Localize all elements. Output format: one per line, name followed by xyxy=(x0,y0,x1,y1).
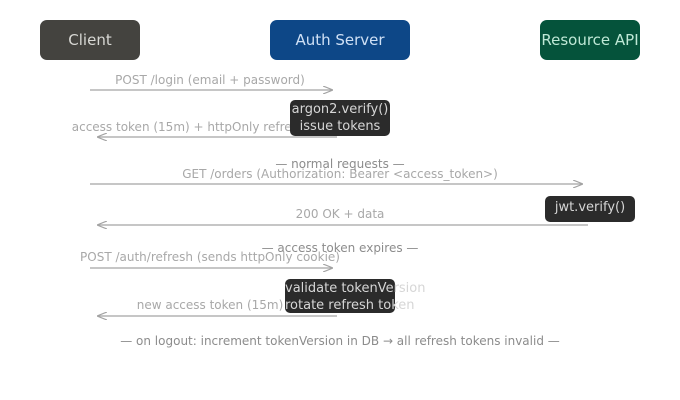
message-label-new-access-token: new access token (15m) xyxy=(136,298,284,312)
separator-logout: — on logout: increment tokenVersion in D… xyxy=(120,334,560,348)
actor-auth-server-label: Auth Server xyxy=(295,31,385,49)
actor-client: Client xyxy=(40,20,140,60)
note-validate-line-2: rotate refresh token xyxy=(285,298,415,313)
message-label-post-login: POST /login (email + password) xyxy=(115,73,305,87)
actor-client-label: Client xyxy=(68,31,112,49)
message-label-post-refresh: POST /auth/refresh (sends httpOnly cooki… xyxy=(80,250,340,264)
actor-resource-api: Resource API xyxy=(540,20,640,60)
note-validate-line-1: validate tokenVersion xyxy=(285,281,426,296)
note-jwt-verify: jwt.verify() xyxy=(545,196,635,222)
actor-auth-server: Auth Server xyxy=(270,20,410,60)
note-argon2-line-2: issue tokens xyxy=(299,119,381,134)
message-label-200-ok: 200 OK + data xyxy=(295,207,385,221)
separator-access-token-expires: — access token expires — xyxy=(261,241,419,255)
message-label-access-token: access token (15m) + httpOnly refresh co… xyxy=(71,120,349,134)
actor-resource-api-label: Resource API xyxy=(541,31,639,49)
separator-normal-requests: — normal requests — xyxy=(275,157,405,171)
note-jwt-line-1: jwt.verify() xyxy=(554,200,626,215)
message-label-get-orders: GET /orders (Authorization: Bearer <acce… xyxy=(182,167,498,181)
note-argon2-line-1: argon2.verify() xyxy=(291,102,389,117)
note-argon2-verify: argon2.verify() issue tokens xyxy=(290,100,390,136)
note-validate-token-version: validate tokenVersion rotate refresh tok… xyxy=(285,279,426,313)
